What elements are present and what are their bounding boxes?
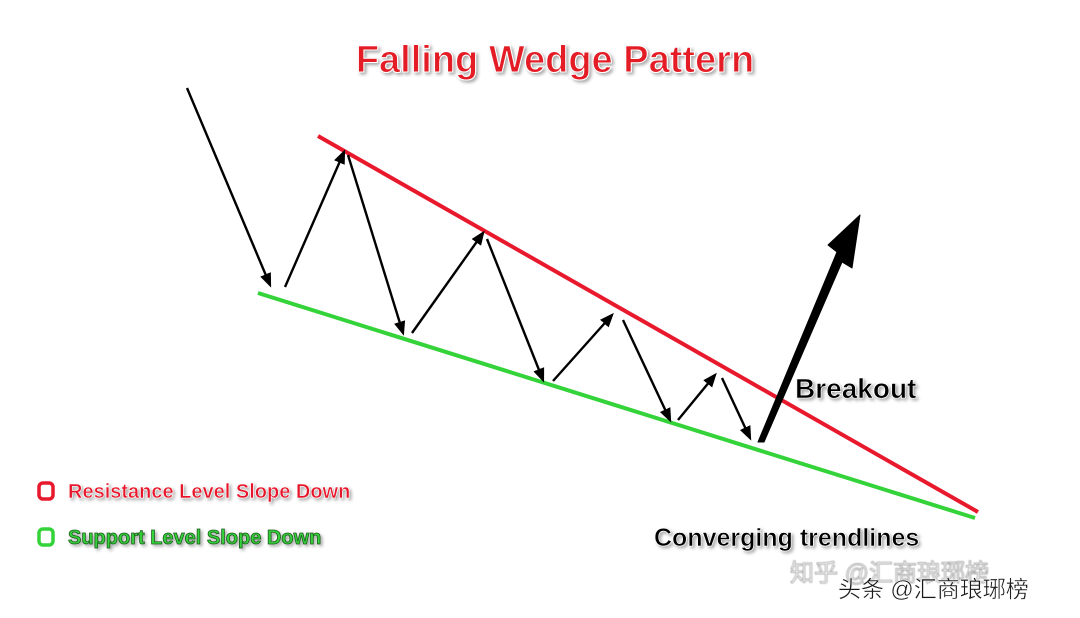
swing-up-arrow-3 bbox=[552, 312, 614, 382]
support-trendline bbox=[257, 291, 976, 520]
swing-down-arrow-3 bbox=[621, 319, 672, 423]
diagram-title: Falling Wedge Pattern bbox=[356, 39, 754, 81]
legend-item-support: Support Level Slope Down bbox=[37, 527, 322, 549]
legend: Resistance Level Slope Down Support Leve… bbox=[37, 481, 351, 549]
swing-up-arrow-2 bbox=[411, 230, 485, 334]
resistance-trendline bbox=[317, 134, 979, 514]
breakout-label: Breakout bbox=[795, 373, 916, 404]
converging-trendlines-label: Converging trendlines bbox=[654, 524, 919, 552]
swing-down-arrow-4 bbox=[720, 377, 752, 441]
swing-down-arrow-1 bbox=[346, 154, 406, 336]
initial-drop-arrow bbox=[185, 87, 272, 288]
swing-up-arrow-1 bbox=[283, 149, 346, 288]
legend-item-resistance: Resistance Level Slope Down bbox=[37, 481, 351, 503]
toutiao-watermark: 头条 @汇商琅琊榜 bbox=[838, 576, 1029, 602]
swing-down-arrow-2 bbox=[485, 238, 545, 383]
swing-up-arrow-4 bbox=[677, 372, 717, 421]
price-movement-arrows bbox=[185, 87, 752, 441]
resistance-legend-label: Resistance Level Slope Down bbox=[68, 481, 350, 503]
zhihu-watermark: 知乎 @汇商琅琊榜 bbox=[790, 560, 989, 587]
support-legend-label: Support Level Slope Down bbox=[68, 527, 321, 549]
breakout-arrow bbox=[757, 214, 861, 443]
support-legend-swatch bbox=[37, 527, 55, 547]
resistance-legend-swatch bbox=[37, 481, 55, 501]
